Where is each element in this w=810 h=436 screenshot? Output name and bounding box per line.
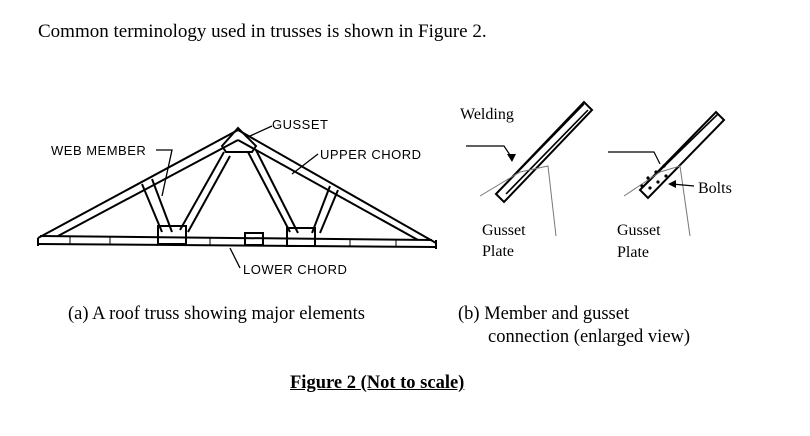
bolted-member xyxy=(638,110,726,200)
gusset-left xyxy=(157,225,187,245)
label-gusset-plate-left-2: Plate xyxy=(482,243,514,260)
gusset-plate-right-outline xyxy=(623,165,691,237)
label-upper-chord: UPPER CHORD xyxy=(320,147,422,162)
gusset-plate-left-outline xyxy=(479,165,557,237)
web-member-1b xyxy=(151,178,173,233)
label-web-member: WEB MEMBER xyxy=(51,143,147,158)
upper-chord-right xyxy=(237,129,437,244)
upper-chord-leader xyxy=(291,153,319,175)
web-member-4a xyxy=(311,185,331,234)
web-member-1a xyxy=(141,183,163,233)
web-member-4b xyxy=(319,189,339,234)
caption-a: (a) A roof truss showing major elements xyxy=(68,304,365,324)
intro-text: Common terminology used in trusses is sh… xyxy=(38,21,487,42)
web-member-leader xyxy=(156,149,173,197)
label-gusset-plate-right-1: Gusset xyxy=(617,222,661,239)
figure-title: Figure 2 (Not to scale) xyxy=(290,373,465,393)
label-gusset-plate-left-1: Gusset xyxy=(482,222,526,239)
bolt-group xyxy=(640,164,668,190)
caption-b-line1: (b) Member and gusset xyxy=(458,304,630,324)
gusset-center xyxy=(244,232,264,246)
welding-leader xyxy=(466,145,513,159)
caption-b-line2: connection (enlarged view) xyxy=(488,327,691,347)
label-gusset: GUSSET xyxy=(272,117,329,132)
lower-chord-leader xyxy=(229,247,241,269)
gusset-leader xyxy=(249,125,273,137)
upper-chord-left xyxy=(37,129,239,239)
label-lower-chord: LOWER CHORD xyxy=(243,262,348,277)
gusset-apex xyxy=(220,126,258,153)
label-gusset-plate-right-2: Plate xyxy=(617,244,649,261)
lower-chord-top xyxy=(39,235,433,241)
web-member-3b xyxy=(255,149,299,234)
web-member-2b xyxy=(187,155,231,233)
welded-member xyxy=(494,100,594,204)
upper-chord-left-inner xyxy=(57,139,239,237)
web-member-2a xyxy=(179,151,225,231)
label-bolts: Bolts xyxy=(698,180,732,197)
web-member-3a xyxy=(247,151,291,233)
lower-chord-bottom xyxy=(37,243,437,248)
gusset-right xyxy=(286,227,316,247)
label-welding: Welding xyxy=(460,106,514,123)
